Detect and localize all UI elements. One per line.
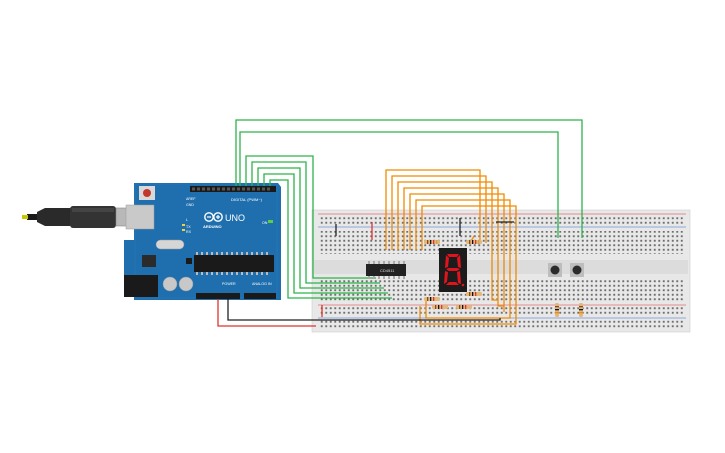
brand-label: ARDUINO bbox=[203, 224, 222, 229]
black-wires[interactable] bbox=[227, 218, 514, 321]
usb-cable-icon[interactable] bbox=[22, 206, 143, 228]
green-wires[interactable] bbox=[235, 119, 583, 299]
reset-button-icon[interactable] bbox=[139, 186, 155, 200]
arduino-logo-icon bbox=[204, 212, 223, 222]
push-button-1[interactable] bbox=[548, 263, 562, 277]
arduino-board[interactable]: AREF GND DIGITAL (PWM~) UNO ARDUINO ON L… bbox=[124, 183, 281, 300]
tx-label: TX bbox=[186, 225, 191, 229]
on-label: ON bbox=[262, 221, 268, 225]
power-label: POWER bbox=[222, 282, 236, 286]
display-segments bbox=[444, 254, 465, 287]
ic-label: CD4511 bbox=[380, 268, 395, 273]
resistors[interactable] bbox=[424, 240, 583, 317]
push-button-2[interactable] bbox=[570, 263, 584, 277]
red-wires[interactable] bbox=[217, 222, 373, 327]
model-label: UNO bbox=[225, 213, 245, 223]
decoder-ic[interactable]: CD4511 bbox=[366, 261, 406, 279]
seven-segment-display[interactable]: 8 bbox=[439, 248, 467, 300]
l-label: L bbox=[186, 218, 188, 222]
orange-wires[interactable] bbox=[385, 169, 517, 325]
atmega-chip bbox=[186, 252, 274, 275]
rx-label: RX bbox=[186, 230, 192, 234]
analog-label: ANALOG IN bbox=[252, 282, 272, 286]
breadboard bbox=[311, 209, 691, 333]
digital-label: DIGITAL (PWM~) bbox=[231, 197, 263, 202]
aref-label: AREF bbox=[186, 197, 196, 201]
gnd-label: GND bbox=[186, 203, 194, 207]
